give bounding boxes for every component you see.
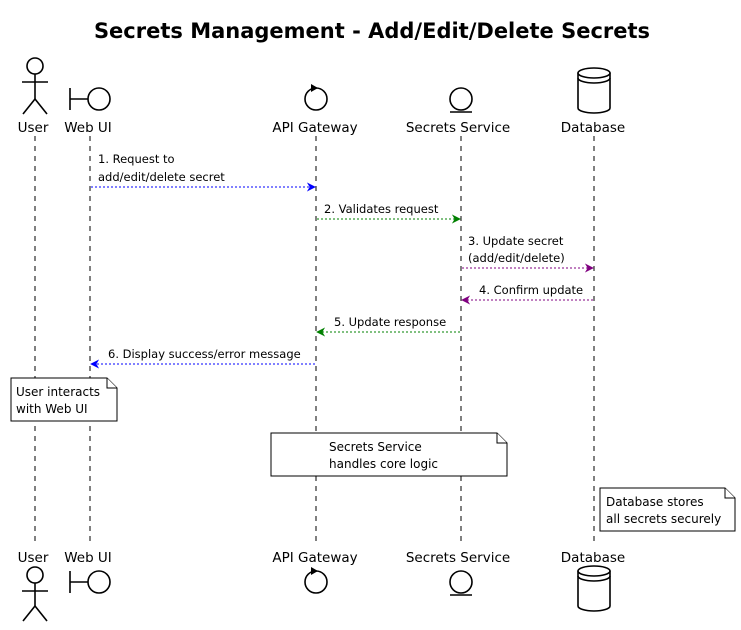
note-service — [270, 432, 508, 477]
message-3-label-line1: 3. Update secret — [468, 234, 564, 248]
participant-label-gateway-bottom: API Gateway — [272, 550, 357, 566]
note-user — [10, 377, 118, 422]
participant-label-user-bottom: User — [18, 550, 49, 566]
participant-label-service: Secrets Service — [406, 120, 510, 136]
note-db-line2: all secrets securely — [606, 512, 721, 526]
entity-icon-bottom — [449, 570, 473, 596]
control-icon — [304, 84, 328, 111]
participant-label-webui: Web UI — [64, 120, 112, 136]
database-icon — [577, 67, 611, 114]
participant-label-webui-bottom: Web UI — [64, 550, 112, 566]
boundary-icon — [69, 87, 111, 111]
participant-label-db: Database — [561, 120, 625, 136]
message-4-label: 4. Confirm update — [479, 283, 583, 297]
message-1-label-line2: add/edit/delete secret — [98, 170, 225, 184]
actor-icon — [22, 57, 48, 115]
participant-label-db-bottom: Database — [561, 550, 625, 566]
database-icon-bottom — [577, 565, 611, 612]
participant-label-gateway: API Gateway — [272, 120, 357, 136]
boundary-icon-bottom — [69, 570, 111, 594]
note-service-line1: Secrets Service — [329, 440, 422, 454]
note-user-line1: User interacts — [16, 385, 100, 399]
diagram-title: Secrets Management - Add/Edit/Delete Sec… — [94, 19, 650, 43]
note-db — [599, 487, 736, 532]
message-5-label: 5. Update response — [334, 315, 446, 329]
participant-label-user: User — [18, 120, 49, 136]
message-3-label-line2: (add/edit/delete) — [468, 251, 565, 265]
note-user-line2: with Web UI — [16, 402, 88, 416]
message-2-label: 2. Validates request — [324, 202, 439, 216]
entity-icon — [449, 87, 473, 113]
control-icon-bottom — [304, 567, 328, 594]
actor-icon-bottom — [22, 566, 48, 622]
message-6-label: 6. Display success/error message — [108, 347, 301, 361]
message-1-label-line1: 1. Request to — [98, 152, 175, 166]
participant-label-service-bottom: Secrets Service — [406, 550, 510, 566]
note-service-line2: handles core logic — [329, 457, 438, 471]
note-db-line1: Database stores — [606, 495, 704, 509]
